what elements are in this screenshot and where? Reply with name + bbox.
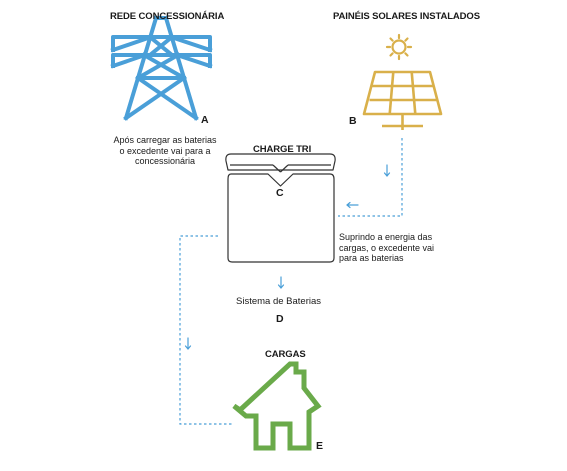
inverter-letter: C (276, 187, 284, 199)
loads-letter: E (316, 440, 324, 452)
arrow-down-loads (184, 337, 192, 350)
arrow-down-batteries (277, 276, 285, 289)
grid-title: REDE CONCESSIONÁRIA (110, 11, 225, 22)
arrow-down-solar (383, 164, 391, 177)
solar-letter: B (349, 115, 357, 127)
arrow-left-inverter (346, 201, 359, 209)
batteries-letter: D (276, 313, 284, 325)
inverter-note: Suprindo a energia das cargas, o exceden… (339, 232, 435, 263)
batteries-label: Sistema de Baterias (236, 296, 322, 307)
inverter-device-icon (225, 153, 336, 263)
transmission-tower-icon (110, 15, 213, 121)
inverter-title: CHARGE TRI (253, 144, 312, 155)
sun-icon (385, 33, 413, 61)
grid-letter: A (201, 114, 209, 126)
grid-note: Após carregar as baterias o excedente va… (113, 135, 217, 166)
solar-title: PAINÉIS SOLARES INSTALADOS (333, 11, 480, 22)
arrow-icon (184, 164, 391, 350)
loads-title: CARGAS (265, 349, 306, 360)
energy-flow-lines (179, 138, 403, 425)
flow-inverter-to-loads (179, 235, 232, 425)
house-icon (232, 361, 322, 451)
flow-solar-to-inverter (338, 138, 403, 217)
solar-panel-icon (362, 70, 443, 130)
